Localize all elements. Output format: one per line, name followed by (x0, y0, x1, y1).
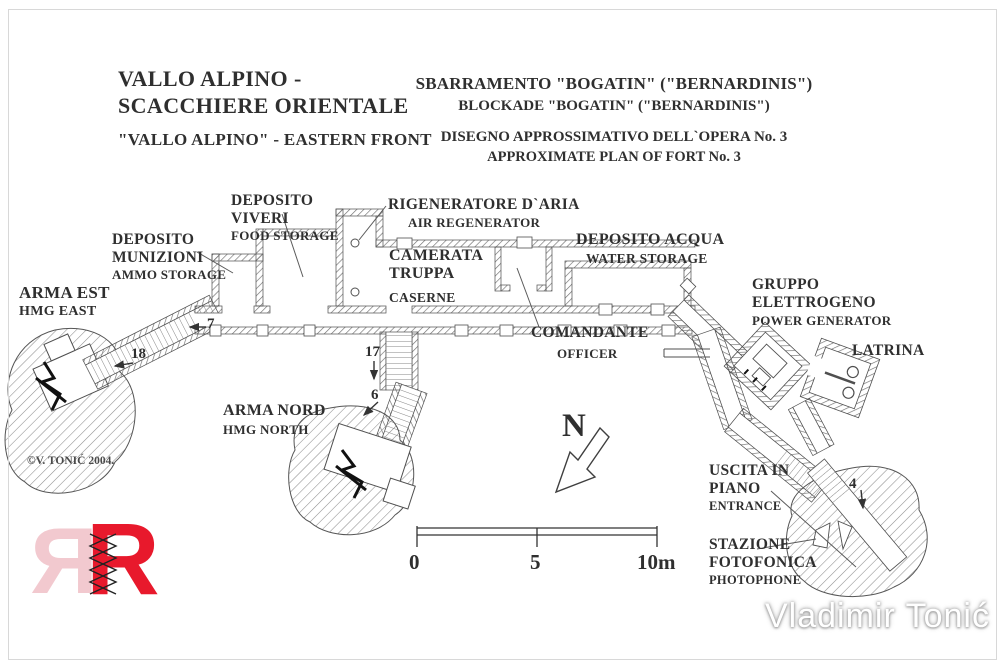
title-subtitle: "VALLO ALPINO" - EASTERN FRONT (118, 129, 432, 149)
plan-note-it: DISEGNO APPROSSIMATIVO DELL`OPERA No. 3 (440, 129, 788, 145)
officer-room (494, 246, 553, 292)
label-water-storage: DEPOSITO ACQUA WATER STORAGE (576, 231, 724, 266)
label-officer-it: COMANDANTE (531, 324, 649, 341)
entrance-stairs (724, 407, 831, 503)
title-line-2: SCACCHIERE ORIENTALE (118, 92, 409, 118)
blockade-title-en: BLOCKADE "BOGATIN" ("BERNARDINIS") (458, 98, 770, 114)
label-generator-it2: ELETTROGENO (752, 293, 876, 311)
rr-logo: R R (28, 508, 168, 613)
step-count-6: 6 (371, 387, 379, 403)
ammo-room (211, 228, 264, 307)
label-food-it2: VIVERI (231, 209, 289, 227)
label-exit-it2: PIANO (709, 479, 761, 497)
step-count-17: 17 (365, 344, 380, 360)
compass-north-label: N (562, 408, 586, 444)
logo-lacing (88, 533, 118, 595)
copyright-note: ©V. TONIĆ 2004. (27, 455, 115, 467)
barracks-room (350, 238, 696, 297)
label-food-storage: DEPOSITO VIVERI FOOD STORAGE (231, 192, 339, 244)
arma-nord-chamber (288, 405, 416, 536)
water-storage-room (564, 260, 692, 307)
label-photophone-it1: STAZIONE (709, 536, 791, 553)
label-food-it1: DEPOSITO (231, 192, 314, 209)
label-ammo-storage: DEPOSITO MUNIZIONI AMMO STORAGE (112, 231, 226, 283)
label-ammo-it2: MUNIZIONI (112, 248, 204, 266)
label-generator-it1: GRUPPO (752, 276, 820, 293)
plan-note-en: APPROXIMATE PLAN OF FORT No. 3 (487, 149, 741, 165)
bend-tick (679, 277, 697, 295)
north-arrow (554, 426, 610, 494)
title-block-left: VALLO ALPINO - SCACCHIERE ORIENTALE "VAL… (118, 66, 432, 150)
label-hmg-north: ARMA NORD HMG NORTH (223, 402, 326, 438)
label-air-en: AIR REGENERATOR (408, 214, 541, 230)
label-food-en: FOOD STORAGE (231, 228, 339, 243)
watermark-author: Vladimir Tonić (764, 597, 990, 635)
wall-ticks (209, 236, 676, 337)
label-latrine: LATRINA (852, 342, 924, 360)
scale-tick-0: 0 (409, 550, 420, 574)
label-latrine-it: LATRINA (852, 342, 925, 359)
step-count-7: 7 (207, 316, 215, 332)
leader-lines (196, 205, 857, 568)
label-hmg-east: ARMA EST HMG EAST (19, 283, 110, 320)
label-officer: COMANDANTE OFFICER (531, 324, 649, 361)
label-hmg-north-en: HMG NORTH (223, 422, 309, 438)
step-count-18: 18 (131, 346, 146, 362)
logo-letter-red: R (86, 502, 160, 616)
label-hmg-east-it: ARMA EST (19, 283, 110, 302)
generator-room (723, 321, 813, 411)
label-generator-en: POWER GENERATOR (752, 313, 892, 328)
label-hmg-north-it: ARMA NORD (223, 402, 326, 419)
label-air-it: RIGENERATORE D`ARIA (388, 196, 580, 213)
scale-tick-10m: 10m (637, 550, 676, 574)
label-power-generator: GRUPPO ELETTROGENO POWER GENERATOR (752, 276, 891, 329)
latrine-passage (787, 397, 835, 457)
label-entrance: USCITA IN PIANO ENTRANCE (709, 462, 789, 513)
scale-bar (416, 526, 658, 547)
label-barracks-en: CASERNE (389, 290, 456, 306)
title-block-right: SBARRAMENTO "BOGATIN" ("BERNARDINIS") BL… (408, 74, 820, 166)
label-barracks: CAMERATA TRUPPA CASERNE (389, 247, 483, 305)
blockade-title-it: SBARRAMENTO "BOGATIN" ("BERNARDINIS") (415, 74, 813, 93)
label-photophone: STAZIONE FOTOFONICA PHOTOPHONE (709, 536, 817, 587)
label-photophone-en: PHOTOPHONE (709, 573, 802, 587)
label-air-regenerator: RIGENERATORE D`ARIA AIR REGENERATOR (388, 196, 580, 230)
label-barracks-it1: CAMERATA (389, 247, 484, 264)
label-barracks-it2: TRUPPA (389, 265, 455, 283)
label-water-it: DEPOSITO ACQUA (576, 231, 725, 248)
scale-tick-5: 5 (530, 550, 541, 574)
latrine-room (799, 337, 881, 419)
label-officer-en: OFFICER (557, 345, 618, 361)
step-arrows (113, 322, 867, 510)
label-exit-it1: USCITA IN (709, 462, 790, 479)
label-exit-en: ENTRANCE (709, 499, 782, 513)
label-ammo-en: AMMO STORAGE (112, 267, 227, 282)
side-stub (663, 348, 710, 358)
step-count-4: 4 (849, 476, 857, 492)
label-photophone-it2: FOTOFONICA (709, 553, 817, 571)
label-water-en: WATER STORAGE (586, 251, 708, 267)
label-hmg-east-en: HMG EAST (19, 304, 97, 320)
label-ammo-it1: DEPOSITO (112, 231, 195, 248)
title-line-1: VALLO ALPINO - (118, 66, 302, 91)
